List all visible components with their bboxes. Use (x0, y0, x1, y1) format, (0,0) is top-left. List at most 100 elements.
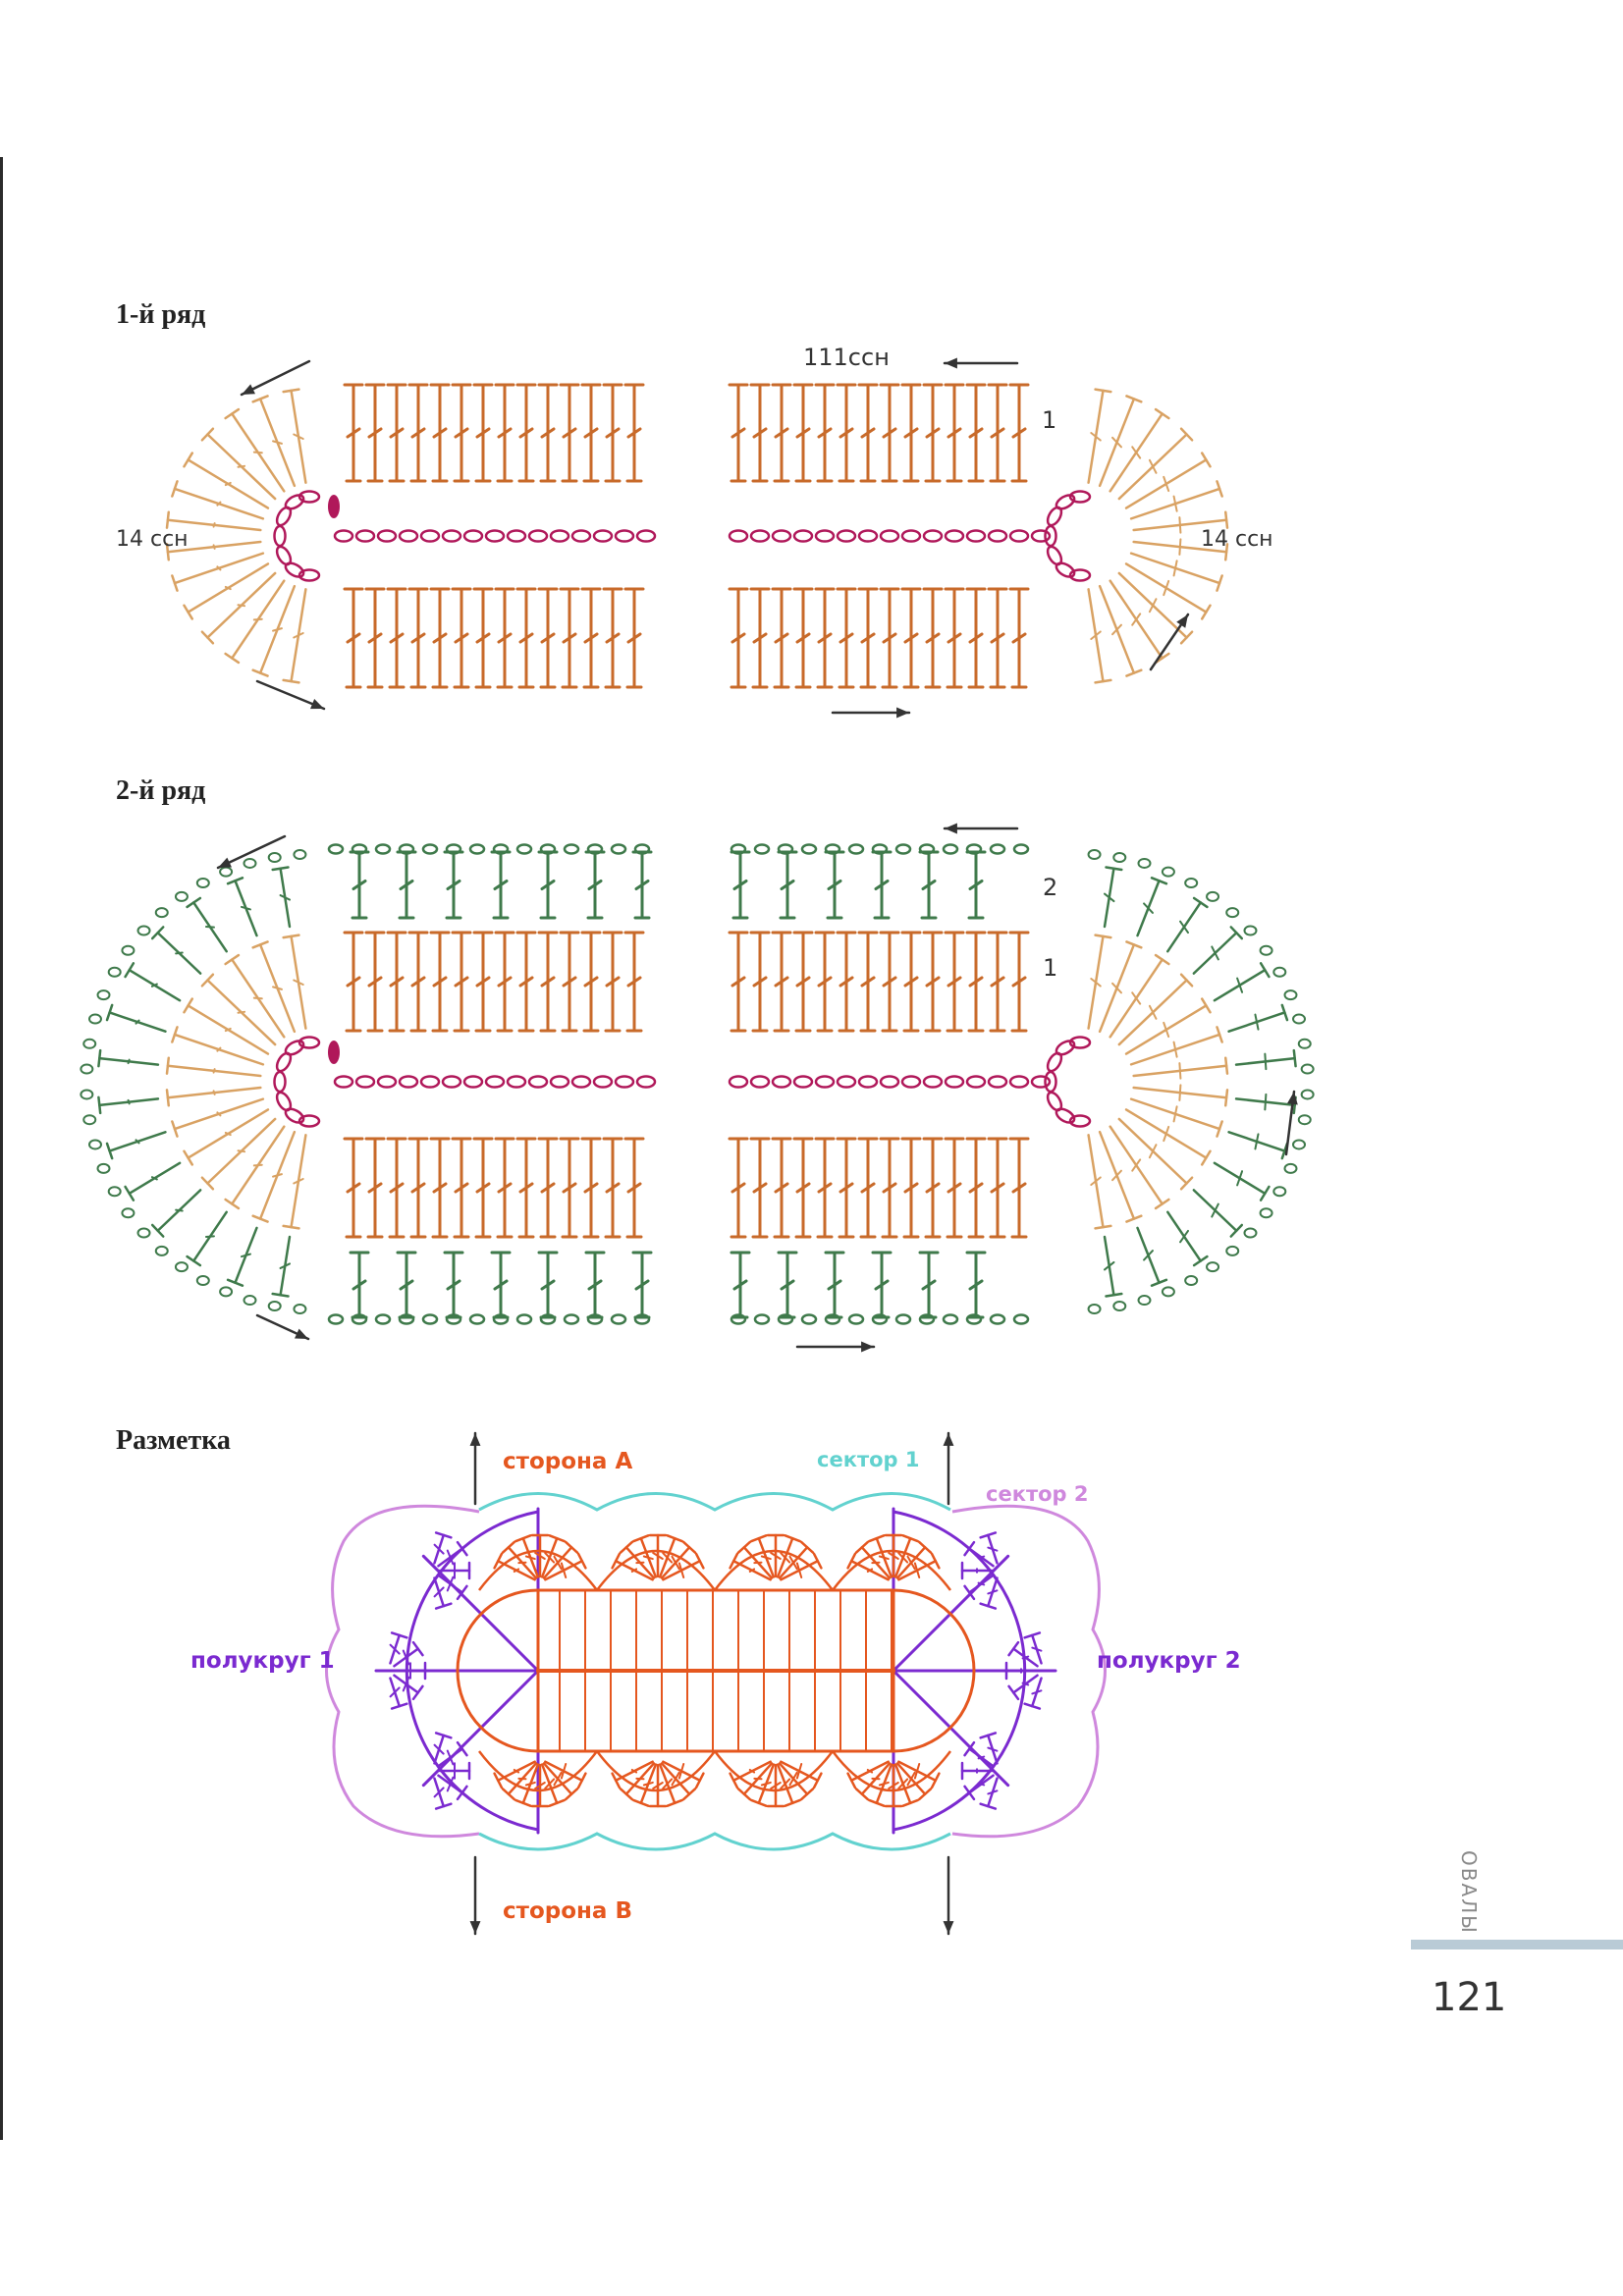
radial-double-crochet-symbol (1150, 1278, 1168, 1287)
radial-double-crochet-symbol (1021, 1655, 1030, 1660)
radial-double-crochet-symbol (252, 451, 263, 454)
chain-stitch-symbol (549, 1075, 570, 1089)
radial-double-crochet-symbol (1090, 978, 1102, 988)
radial-double-crochet-symbol (150, 1223, 165, 1238)
radial-double-crochet-symbol (183, 604, 194, 620)
double-crochet-symbol (732, 1279, 748, 1291)
chain-stitch-symbol (80, 1089, 94, 1100)
radial-double-crochet-symbol (390, 1631, 408, 1639)
chain-stitch-symbol (563, 1313, 580, 1325)
radial-double-crochet-symbol (1163, 579, 1170, 597)
chain-stitch-symbol (1300, 1089, 1315, 1100)
chain-stitch-symbol (82, 1038, 97, 1049)
radial-double-crochet-symbol (1192, 1255, 1209, 1267)
radial-double-crochet-symbol (165, 1089, 171, 1107)
double-crochet-symbol (903, 427, 919, 439)
radial-double-crochet-symbol (1131, 613, 1142, 626)
double-crochet-symbol (562, 976, 577, 988)
chain-stitch-symbol (1008, 1075, 1030, 1089)
chain-stitch-symbol (824, 843, 841, 855)
chain-stitch-symbol (421, 843, 439, 855)
chain-stitch-symbol (1283, 1162, 1298, 1174)
radial-double-crochet-symbol (1163, 1021, 1170, 1039)
radial-double-crochet-symbol (1229, 1223, 1244, 1238)
radial-double-crochet-symbol (175, 951, 184, 955)
radial-double-crochet-symbol (293, 631, 304, 639)
radial-double-crochet-symbol (1216, 574, 1223, 592)
radial-double-crochet-symbol (1111, 436, 1122, 449)
radial-double-crochet-symbol (987, 1789, 999, 1795)
double-crochet-symbol (399, 880, 414, 890)
double-crochet-symbol (583, 632, 599, 644)
chain-stitch-symbol (610, 843, 627, 855)
radial-double-crochet-symbol (272, 627, 283, 632)
chain-stitch-symbol (570, 1075, 592, 1089)
radial-double-crochet-symbol (1223, 543, 1229, 561)
chain-stitch-symbol (1225, 907, 1240, 919)
chain-stitch-symbol (836, 1075, 857, 1089)
chain-stitch-symbol (1112, 852, 1127, 864)
double-crochet-symbol (882, 976, 897, 988)
double-crochet-symbol (432, 632, 448, 644)
chain-stitch-symbol (592, 529, 614, 543)
radial-double-crochet-symbol (514, 1534, 532, 1543)
radial-double-crochet-symbol (977, 1755, 986, 1760)
radial-double-crochet-symbol (1023, 1631, 1042, 1639)
chain-stitch-symbol (586, 1313, 604, 1325)
radial-double-crochet-symbol (544, 1778, 556, 1789)
radial-double-crochet-symbol (456, 1540, 468, 1557)
double-crochet-symbol (839, 976, 854, 988)
radial-double-crochet-symbol (226, 877, 244, 885)
chain-stitch-symbol (527, 529, 549, 543)
chain-stitch-symbol (243, 857, 257, 869)
radial-double-crochet-symbol (901, 1534, 919, 1543)
radial-double-crochet-symbol (97, 1095, 102, 1115)
radial-double-crochet-symbol (105, 1142, 114, 1160)
double-crochet-symbol (827, 1279, 842, 1291)
chain-stitch-symbol (195, 1275, 210, 1287)
chain-stitch-symbol (614, 529, 635, 543)
radial-double-crochet-symbol (279, 1262, 292, 1269)
radial-double-crochet-symbol (271, 1292, 290, 1298)
radial-double-crochet-symbol (987, 1746, 999, 1752)
arrow-icon (295, 1328, 308, 1339)
chain-stitch-symbol (879, 1075, 900, 1089)
chain-stitch-symbol (333, 529, 354, 543)
radial-double-crochet-symbol (963, 1785, 976, 1801)
double-crochet-symbol (730, 1182, 746, 1194)
chain-stitch-symbol (922, 1075, 944, 1089)
row1-title: 1-й ряд (116, 299, 206, 330)
radial-double-crochet-symbol (1178, 538, 1182, 556)
arrow-icon (943, 1921, 954, 1934)
double-crochet-symbol (587, 1279, 603, 1291)
chain-ring-symbol (1068, 568, 1092, 582)
double-crochet-symbol (968, 976, 984, 988)
double-crochet-symbol (352, 1279, 367, 1291)
double-crochet-symbol (367, 427, 383, 439)
radial-double-crochet-symbol (434, 1531, 453, 1539)
double-crochet-symbol (874, 1279, 890, 1291)
radial-double-crochet-symbol (1111, 623, 1122, 636)
radial-double-crochet-symbol (1179, 1176, 1194, 1191)
chain-stitch-symbol (749, 529, 771, 543)
double-crochet-symbol (410, 427, 426, 439)
chain-stitch-symbol (441, 529, 462, 543)
double-crochet-symbol (990, 632, 1005, 644)
double-crochet-symbol (780, 1279, 795, 1291)
chain-stitch-symbol (900, 529, 922, 543)
arrow-icon (943, 1433, 954, 1446)
double-crochet-symbol (860, 1182, 876, 1194)
chain-stitch-symbol (824, 1313, 841, 1325)
radial-double-crochet-symbol (1007, 1684, 1020, 1701)
radial-double-crochet-symbol (662, 1778, 674, 1789)
radial-double-crochet-symbol (1236, 977, 1244, 993)
radial-double-crochet-symbol (630, 1568, 638, 1574)
radial-double-crochet-symbol (576, 1552, 587, 1570)
radial-double-crochet-symbol (977, 1555, 986, 1560)
row2-title: 2-й ряд (116, 775, 206, 806)
radial-double-crochet-symbol (1143, 902, 1154, 914)
radial-double-crochet-symbol (165, 543, 171, 561)
radial-double-crochet-symbol (906, 1555, 916, 1571)
chain-stitch-symbol (398, 843, 415, 855)
radial-double-crochet-symbol (1131, 1158, 1142, 1172)
